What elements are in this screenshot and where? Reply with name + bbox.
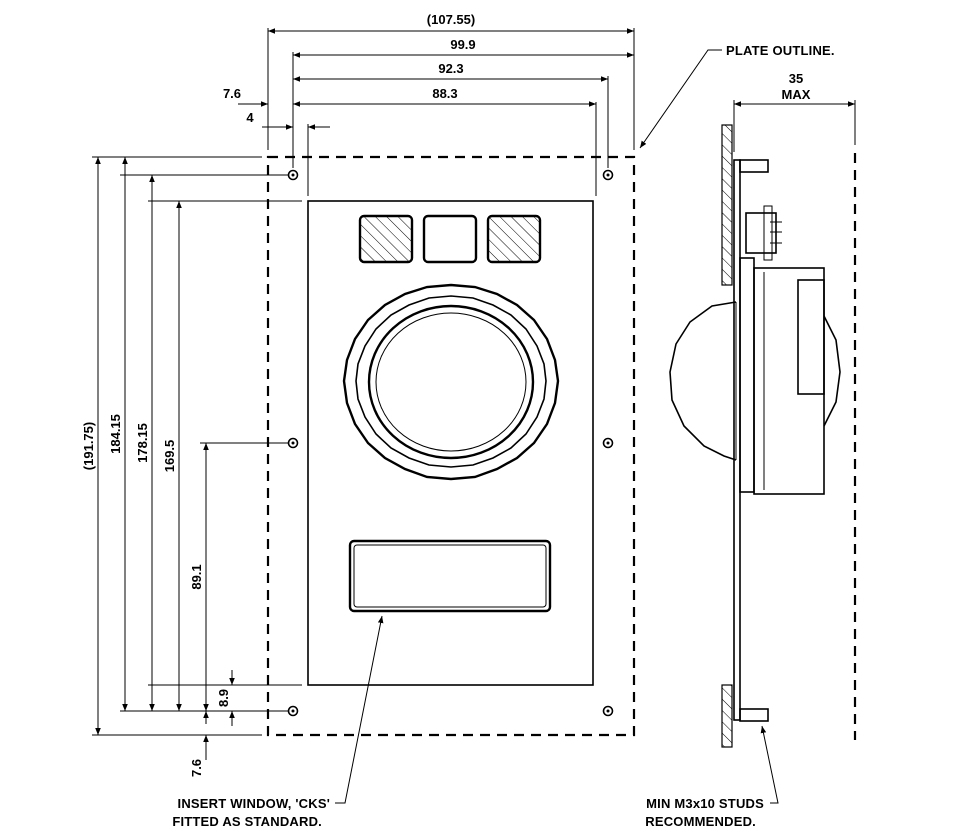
side-mounting-panel-top <box>721 124 733 286</box>
plate-outline <box>266 155 636 737</box>
dim-plate-width: 99.9 <box>450 37 475 52</box>
panel-outline <box>307 200 594 686</box>
side-view <box>669 124 857 748</box>
vertical-dimensions: (191.75) 184.15 178.15 169.5 89.1 8.9 7.… <box>81 156 302 777</box>
hole-bottom-left <box>287 705 299 717</box>
note-plate-outline: PLATE OUTLINE. <box>726 43 835 58</box>
dim-edge-offset-x: 7.6 <box>223 86 241 101</box>
dim-panel-height: 169.5 <box>162 440 177 473</box>
hole-top-right <box>602 169 614 181</box>
side-mounting-panel-bottom <box>721 684 733 748</box>
trackball-ball <box>367 304 535 460</box>
side-stud-top <box>739 159 769 173</box>
hole-mid-left <box>287 437 299 449</box>
dim-hole-offset: 4 <box>246 110 254 125</box>
button-row <box>358 214 542 264</box>
side-front-plate <box>733 159 741 721</box>
dim-plate-height: 184.15 <box>108 414 123 454</box>
mounting-holes <box>287 169 614 717</box>
right-button <box>486 214 542 264</box>
depth-dimension: 35 MAX <box>733 71 856 152</box>
notes: PLATE OUTLINE. INSERT WINDOW, 'CKS' FITT… <box>172 43 834 829</box>
note-studs-line1: MIN M3x10 STUDS <box>646 796 764 811</box>
side-connector <box>745 212 777 254</box>
dim-bottom-offset: 8.9 <box>216 689 231 707</box>
hole-top-left <box>287 169 299 181</box>
trackball-bezel <box>342 283 560 481</box>
dim-hole-pitch-x: 92.3 <box>438 61 463 76</box>
note-studs-line2: RECOMMENDED. <box>645 814 756 829</box>
note-insert-window-line2: FITTED AS STANDARD. <box>172 814 322 829</box>
dim-overall-height: (191.75) <box>81 422 96 470</box>
left-button <box>358 214 414 264</box>
note-insert-window-line1: INSERT WINDOW, 'CKS' <box>178 796 330 811</box>
dim-depth-qualifier: MAX <box>782 87 811 102</box>
middle-button <box>422 214 478 264</box>
side-stud-bottom <box>739 708 769 722</box>
bezel-inner <box>355 295 547 468</box>
insert-window-inner <box>353 544 547 608</box>
insert-window <box>348 539 552 613</box>
trackball-ball-inner <box>375 312 527 452</box>
dim-panel-width: 88.3 <box>432 86 457 101</box>
dim-depth: 35 <box>789 71 803 86</box>
hole-mid-right <box>602 437 614 449</box>
hole-bottom-right <box>602 705 614 717</box>
horizontal-dimensions: (107.55) 99.9 92.3 88.3 7.6 4 <box>223 12 635 196</box>
side-sensor <box>797 279 825 395</box>
dim-edge-offset-y: 7.6 <box>189 759 204 777</box>
dim-hole-pitch-y: 178.15 <box>135 423 150 463</box>
bezel-outer <box>342 283 560 481</box>
front-view <box>266 155 636 737</box>
side-pcb <box>739 257 755 493</box>
dim-overall-width: (107.55) <box>427 12 475 27</box>
dim-mid-hole-height: 89.1 <box>189 564 204 589</box>
side-trackball-dome <box>669 301 737 461</box>
